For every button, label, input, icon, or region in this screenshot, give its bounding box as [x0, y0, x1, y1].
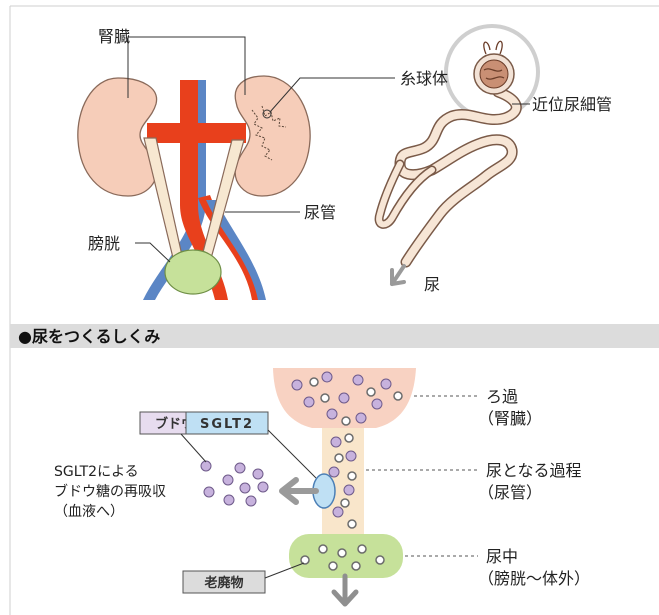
urine-arrow	[392, 266, 404, 284]
reabsorption-caption-line3: （血液へ）	[54, 504, 124, 520]
reabsorption-caption-line2: ブドウ糖の再吸収	[54, 483, 166, 500]
left-kidney	[78, 78, 157, 196]
leader-bladder	[135, 243, 170, 262]
label-ureter: 尿管	[304, 203, 336, 222]
label-kidney: 腎臓	[98, 27, 130, 46]
stage-filtration-line1: ろ過	[486, 387, 518, 406]
label-glomerulus: 糸球体	[400, 69, 448, 88]
stage-filtration-line2: （腎臓）	[478, 409, 542, 428]
waste-tag-label: 老廃物	[203, 575, 243, 591]
reabsorption-arrow	[282, 480, 316, 502]
right-kidney	[235, 76, 310, 196]
excretion-arrow	[334, 576, 356, 604]
nephron-illustration: 糸球体 近位尿細管 尿	[379, 26, 612, 294]
mechanism-diagram: ブドウ糖 SGLT2 老廃物 SGLT2による ブドウ糖の再吸収 （血液へ） ろ…	[54, 368, 590, 604]
reabsorbed-glucose-dots	[201, 461, 268, 506]
sglt2-tag: SGLT2	[186, 412, 268, 434]
label-urine: 尿	[424, 275, 440, 294]
waste-tag: 老廃物	[183, 571, 265, 593]
leader-sglt2	[268, 430, 316, 478]
label-bladder: 膀胱	[88, 234, 120, 253]
leader-glucose	[181, 434, 206, 462]
stage-bladder-line1: 尿中	[486, 547, 518, 566]
glomerulus-tuft	[480, 60, 508, 88]
reabsorption-caption-line1: SGLT2による	[54, 464, 139, 480]
label-proximal-tubule: 近位尿細管	[532, 95, 612, 114]
urinary-system-illustration: 腎臓 尿管 膀胱	[78, 27, 395, 300]
stage-bladder-line2: （膀胱～体外）	[478, 569, 590, 588]
stage-tube-line1: 尿となる過程	[486, 461, 582, 480]
stage-tube-line2: （尿管）	[478, 483, 542, 502]
sglt2-tag-label: SGLT2	[200, 417, 254, 432]
section-title: ●尿をつくるしくみ	[18, 327, 160, 346]
bladder	[165, 250, 221, 294]
